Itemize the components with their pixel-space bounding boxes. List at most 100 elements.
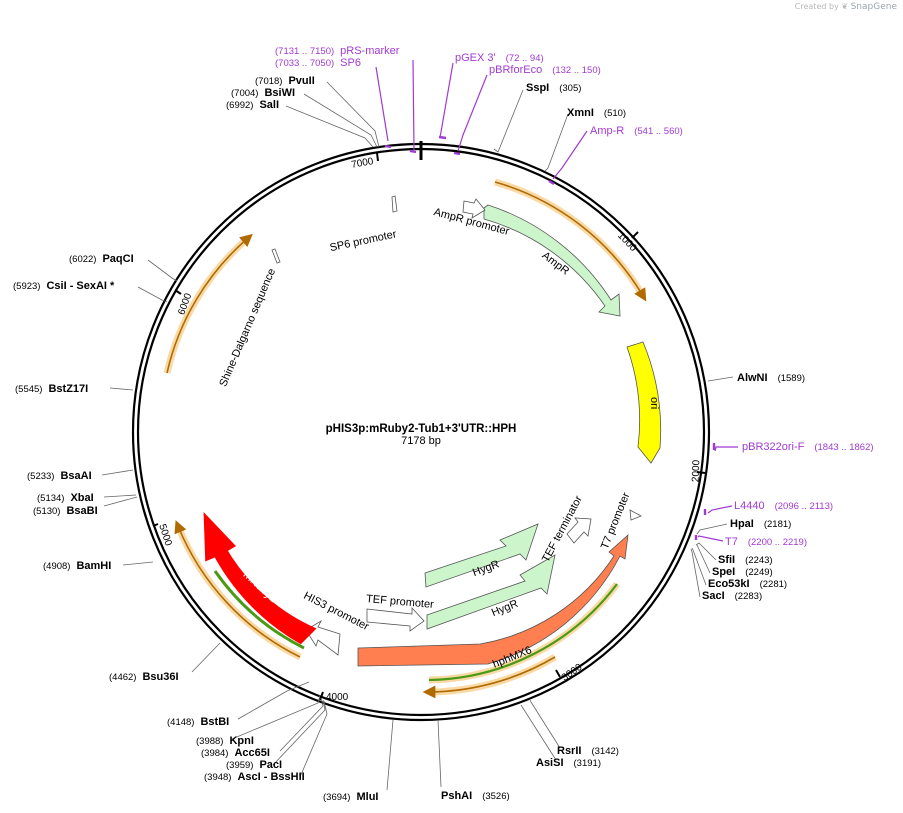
enzyme-pos-bsiwi: (7004) xyxy=(231,88,258,99)
enzyme-pos-paqci: (6022) xyxy=(69,254,96,265)
enzyme-pos-asci: (3948) xyxy=(204,772,231,783)
enzyme-pos-bsu36i: (4462) xyxy=(109,672,136,683)
orf-arc-mruby-inner xyxy=(213,570,305,650)
enzyme-pos-spei: (2249) xyxy=(745,567,772,578)
svg-text:SfiI(2243): SfiI(2243) xyxy=(718,554,773,566)
primer-pos-prs-marker: (7131 .. 7150) xyxy=(275,46,334,57)
sp6-promoter-marker xyxy=(391,195,398,213)
svg-text:(3959)PacI: (3959)PacI xyxy=(226,759,282,771)
tick-label-2000: 2000 xyxy=(691,459,703,482)
svg-text:L4440(2096 .. 2113): L4440(2096 .. 2113) xyxy=(734,500,833,512)
plasmid-length: 7178 bp xyxy=(401,435,441,447)
enzyme-name-acc65i: Acc65I xyxy=(234,747,269,759)
enzyme-pos-csii: (5923) xyxy=(13,281,40,292)
enzyme-pos-pshai: (3526) xyxy=(482,791,509,802)
enzyme-name-bamhi: BamHI xyxy=(76,560,111,572)
sp6-promoter-label: SP6 promoter xyxy=(329,228,398,254)
hygr-lower-arrow xyxy=(426,554,556,630)
enzyme-name-bsaai: BsaAI xyxy=(60,470,91,482)
svg-text:(3694)MluI: (3694)MluI xyxy=(323,791,378,803)
backbone xyxy=(131,141,711,722)
primer-pos-t7: (2200 .. 2219) xyxy=(748,537,807,548)
enzyme-name-bsiwi: BsiWI xyxy=(264,87,295,99)
svg-text:pGEX 3'(72 .. 94): pGEX 3'(72 .. 94) xyxy=(455,52,544,64)
svg-text:AlwNI(1589): AlwNI(1589) xyxy=(737,372,805,384)
enzyme-name-asci-bsshii: AscI - BssHII xyxy=(237,771,304,783)
enzyme-pos-bamhi: (4908) xyxy=(43,561,70,572)
enzyme-name-pshai: PshAI xyxy=(441,790,472,802)
ampr-arrow xyxy=(483,204,621,317)
hphmx6-arrow xyxy=(357,533,629,667)
enzyme-pos-xbai: (5134) xyxy=(37,493,64,504)
features xyxy=(203,195,662,667)
tick-label-4000: 4000 xyxy=(326,692,349,703)
tick-5000 xyxy=(152,523,159,527)
brand-text: SnapGene xyxy=(850,2,897,12)
svg-text:AsiSI(3191): AsiSI(3191) xyxy=(536,757,601,769)
ampr-promoter-arrow xyxy=(462,198,486,219)
primer-pos-pbr322ori-f: (1843 .. 1862) xyxy=(814,442,873,453)
svg-text:SspI(305): SspI(305) xyxy=(526,82,581,94)
enzyme-name-kpni: KpnI xyxy=(229,735,253,747)
tick-7000 xyxy=(376,152,379,162)
enzyme-name-eco53ki: Eco53kI xyxy=(708,578,750,590)
primer-pos-pbrforeco: (132 .. 150) xyxy=(552,65,601,76)
primer-pos-sp6: (7033 .. 7050) xyxy=(275,58,334,69)
svg-text:pBRforEco(132 .. 150): pBRforEco(132 .. 150) xyxy=(489,64,601,76)
t7-promoter-marker xyxy=(629,509,642,521)
enzyme-name-mlui: MluI xyxy=(356,791,378,803)
enzyme-name-bsu36i: Bsu36I xyxy=(142,671,178,683)
svg-text:(6992)SalI: (6992)SalI xyxy=(226,99,279,111)
tick-3000 xyxy=(555,669,561,678)
primer-name-t7: T7 xyxy=(725,536,738,548)
enzyme-pos-xmni: (510) xyxy=(604,108,626,119)
enzyme-pos-paci: (3959) xyxy=(226,760,253,771)
tick-6000 xyxy=(174,289,182,295)
svg-text:(5233)BsaAI: (5233)BsaAI xyxy=(27,470,92,482)
primer-pos-amp-r: (541 .. 560) xyxy=(634,126,683,137)
enzyme-name-hpai: HpaI xyxy=(730,518,754,530)
svg-text:(5923)CsiI - SexAI *: (5923)CsiI - SexAI * xyxy=(13,280,115,292)
enzyme-pos-acc65i: (3984) xyxy=(201,748,228,759)
primer-pos-pgex3: (72 .. 94) xyxy=(506,53,544,64)
tef-promoter-label: TEF promoter xyxy=(366,593,435,611)
orf-arc-hph-inner xyxy=(428,583,618,682)
primer-name-amp-r: Amp-R xyxy=(590,125,624,137)
svg-text:(7004)BsiWI: (7004) BsiWI xyxy=(231,87,295,99)
tef-terminator-arrow xyxy=(566,517,592,544)
enzyme-pos-eco53ki: (2281) xyxy=(760,579,787,590)
tick-2000 xyxy=(696,471,706,474)
svg-text:(7033 .. 7050)SP6: (7033 .. 7050) SP6 xyxy=(275,57,361,69)
orf-arcs xyxy=(163,178,647,699)
ori-arrow xyxy=(626,341,662,464)
primer-name-l4440: L4440 xyxy=(734,500,765,512)
svg-text:(3948)AscI - BssHII: (3948) AscI - BssHII xyxy=(204,771,305,783)
svg-text:XmnI(510): XmnI(510) xyxy=(567,107,626,119)
svg-text:(4462)Bsu36I: (4462) Bsu36I xyxy=(109,671,179,683)
svg-text:(7131 .. 7150)pRS-marker: (7131 .. 7150)pRS-marker xyxy=(275,45,400,57)
enzyme-pos-kpni: (3988) xyxy=(196,736,223,747)
enzyme-pos-hpai: (2181) xyxy=(764,519,791,530)
primer-labels: (7131 .. 7150)pRS-marker (7033 .. 7050) S… xyxy=(275,45,874,548)
svg-text:(5134)XbaI: (5134) XbaI xyxy=(37,492,94,504)
enzyme-labels: (7018)PvuII (7004)BsiWI (6992)SalI SspI(… xyxy=(13,75,805,803)
svg-text:(3988)KpnI: (3988) KpnI xyxy=(196,735,254,747)
primer-name-sp6: SP6 xyxy=(340,57,361,69)
svg-text:(4148)BstBI: (4148) BstBI xyxy=(167,716,229,728)
enzyme-name-bstbi: BstBI xyxy=(200,716,229,728)
enzyme-name-paqci: PaqCI xyxy=(102,253,133,265)
svg-text:(3984)Acc65I: (3984) Acc65I xyxy=(201,747,270,759)
enzyme-name-alwni: AlwNI xyxy=(737,372,768,384)
svg-text:(5130)BsaBI: (5130)BsaBI xyxy=(33,505,98,517)
orf-arc-hph-outer-line xyxy=(422,656,556,699)
tick-4000 xyxy=(319,691,324,701)
enzyme-pos-bstbi: (4148) xyxy=(167,717,194,728)
tick-1000 xyxy=(631,231,639,239)
primer-leaders xyxy=(375,59,738,542)
tick-label-7000: 7000 xyxy=(350,156,374,171)
snapgene-logo-icon: ❦ xyxy=(841,2,849,11)
enzyme-name-xbai: XbaI xyxy=(70,492,93,504)
primer-name-pbr322ori-f: pBR322ori-F xyxy=(742,441,805,453)
svg-text:(6022)PaqCI: (6022) PaqCI xyxy=(69,253,134,265)
